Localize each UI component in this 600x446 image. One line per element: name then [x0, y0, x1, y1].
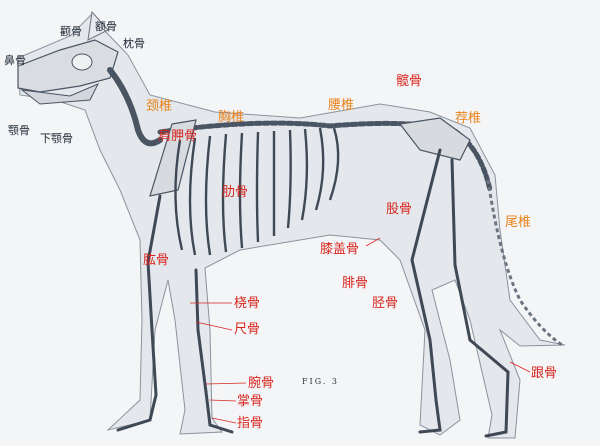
label-tibia: 胫骨	[372, 296, 399, 311]
label-metacarpal-bones: 掌骨	[237, 394, 264, 409]
cervical-spine-shape	[107, 67, 163, 147]
label-femur: 股骨	[386, 202, 413, 217]
label-thoracic-vertebrae: 胸椎	[218, 110, 245, 125]
label-scapula: 肩胛骨	[158, 129, 198, 144]
rib-cage-shape	[174, 127, 340, 256]
label-maxilla: 颚骨	[8, 124, 30, 137]
label-jugal-bone: 颧骨	[60, 25, 82, 38]
label-radius: 桡骨	[234, 296, 261, 311]
hind-leg-shape	[410, 148, 510, 438]
figure-caption: FIG. 3	[302, 377, 339, 386]
skull-shape	[17, 39, 119, 93]
pelvis-shape	[398, 117, 471, 161]
label-phalanges: 指骨	[237, 416, 264, 431]
tail-shape	[486, 179, 563, 347]
leader-lines	[190, 237, 531, 424]
label-frontal-bone: 额骨	[95, 20, 117, 33]
label-calcaneus: 跟骨	[531, 366, 558, 381]
label-occipital-bone: 枕骨	[123, 37, 145, 50]
label-ribs: 肋骨	[222, 185, 249, 200]
label-carpal-bones: 腕骨	[248, 376, 275, 391]
label-nasal-bone: 鼻骨	[4, 54, 26, 67]
label-lumbar-vertebrae: 腰椎	[328, 98, 355, 113]
label-ulna: 尺骨	[234, 322, 261, 337]
eye-socket-shape	[71, 53, 93, 71]
front-leg-shape	[116, 194, 234, 434]
label-sacral-vertebrae: 荐椎	[455, 111, 482, 126]
label-mandible: 下颚骨	[40, 132, 73, 145]
label-caudal-vertebrae: 尾椎	[505, 215, 532, 230]
scapula-shape	[149, 119, 197, 197]
label-ilium: 髋骨	[396, 74, 423, 89]
label-fibula: 腓骨	[342, 276, 369, 291]
mandible-shape	[20, 83, 100, 105]
label-patella: 膝盖骨	[320, 242, 360, 257]
label-cervical-vertebrae: 颈椎	[146, 99, 173, 114]
label-humerus: 肱骨	[143, 253, 170, 268]
spine-shape	[157, 120, 493, 193]
ear-shape	[87, 10, 109, 41]
